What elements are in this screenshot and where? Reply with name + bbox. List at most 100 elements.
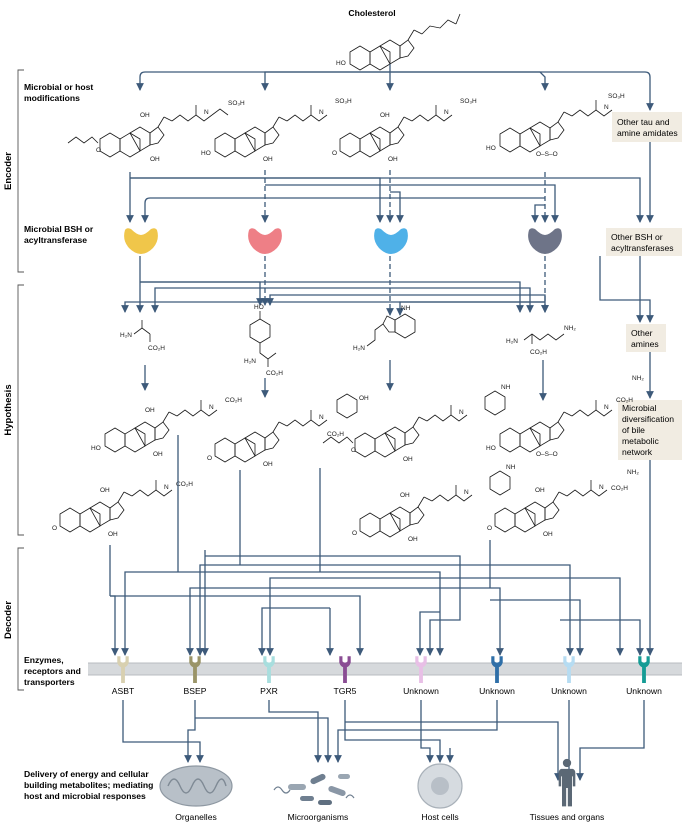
microorganisms-icon (273, 773, 355, 805)
svg-text:OH: OH (535, 487, 545, 494)
svg-text:CO₂H: CO₂H (611, 485, 628, 492)
svg-text:HO: HO (254, 304, 264, 311)
blue-enzyme-icon (374, 228, 408, 254)
receptor-asbt: ASBT (112, 656, 135, 696)
svg-text:O–S–O: O–S–O (536, 451, 558, 458)
svg-text:H₂N: H₂N (353, 345, 365, 352)
svg-text:O: O (352, 530, 357, 537)
svg-text:O: O (52, 525, 57, 532)
svg-text:HO: HO (336, 60, 346, 67)
enzymes-label-line2: receptors and (24, 666, 81, 676)
modified-bile-acid-2: N SO₃H HO OH (201, 98, 352, 163)
human-icon (558, 758, 576, 807)
svg-text:OH: OH (140, 112, 150, 119)
svg-text:NH₂: NH₂ (632, 375, 644, 382)
conjugate-tryptamine-2: N NH OH O OH (352, 464, 516, 543)
other-bsh-box: Other BSH or acyltransferases (606, 228, 682, 256)
microorganisms-label: Microorganisms (288, 812, 349, 822)
svg-text:NH: NH (501, 384, 511, 391)
svg-text:OH: OH (108, 531, 118, 538)
enzyme-to-amine-flow (121, 256, 654, 323)
svg-text:CO₂H: CO₂H (616, 397, 633, 404)
conjugate-ornithine-2: N NH₂ CO₂H OH O OH (487, 469, 639, 538)
svg-text:N: N (459, 409, 464, 416)
diversification-box: Microbial diversification of bile metabo… (618, 400, 682, 460)
enzymes-label-line3: transporters (24, 677, 75, 687)
svg-text:OH: OH (400, 492, 410, 499)
svg-text:OH: OH (263, 156, 273, 163)
svg-text:OH: OH (100, 487, 110, 494)
svg-text:SO₃H: SO₃H (335, 98, 352, 105)
delivery-label-line3: host and microbial responses (24, 791, 146, 801)
receptor-unknown-4-label: Unknown (626, 686, 662, 696)
bsh-label-line1: Microbial BSH or (24, 224, 94, 234)
diversification-line3: of bile (622, 425, 645, 435)
receptor-unknown-2-label: Unknown (479, 686, 515, 696)
other-amines-box: Other amines (626, 324, 666, 352)
ornithine-structure: H₂N CO₂H NH₂ (506, 325, 576, 356)
svg-text:CO₂H: CO₂H (327, 431, 344, 438)
svg-text:SO₃H: SO₃H (608, 93, 625, 100)
other-bsh-line2: acyltransferases (611, 243, 674, 253)
cholesterol-structure: HO (336, 13, 461, 71)
tryptamine-structure: NH H₂N (353, 305, 416, 352)
receptor-unknown-1-label: Unknown (403, 686, 439, 696)
output-flow (122, 700, 645, 781)
svg-text:NH₂: NH₂ (627, 469, 639, 476)
svg-text:HO: HO (201, 150, 211, 157)
svg-text:H₂N: H₂N (244, 358, 256, 365)
svg-text:OH: OH (263, 461, 273, 468)
svg-text:NH: NH (506, 464, 516, 471)
svg-text:O–S–O: O–S–O (536, 151, 558, 158)
bsh-label-line2: acyltransferase (24, 235, 87, 245)
conjugate-alanine-2: N CO₂H OH O OH (52, 479, 193, 538)
receptor-bsep: BSEP (184, 656, 207, 696)
svg-text:N: N (164, 484, 169, 491)
diversification-line2: diversification (622, 414, 674, 424)
receptor-pxr: PXR (260, 656, 278, 696)
other-amines-line1: Other (631, 328, 653, 338)
grey-enzyme-icon (528, 228, 562, 254)
svg-text:N: N (444, 109, 449, 116)
conjugate-alanine-1: N CO₂H OH HO OH (91, 397, 242, 458)
decoder-label: Decoder (3, 601, 14, 639)
host-cells-label: Host cells (421, 812, 458, 822)
alanine-structure: H₂N CO₂H (120, 320, 165, 352)
receptor-asbt-label: ASBT (112, 686, 135, 696)
modified-bile-acid-3: N SO₃H OH O OH (332, 98, 477, 163)
svg-text:NH: NH (401, 305, 411, 312)
svg-text:N: N (464, 489, 469, 496)
svg-text:OH: OH (359, 395, 369, 402)
svg-text:N: N (209, 404, 214, 411)
svg-text:N: N (604, 404, 609, 411)
hypothesis-bracket (17, 284, 24, 536)
mitochondrion-icon (159, 765, 233, 807)
diversification-line5: network (622, 447, 653, 457)
svg-text:NH₂: NH₂ (564, 325, 576, 332)
svg-text:O: O (332, 150, 337, 157)
modifications-label-line1: Microbial or host (24, 82, 93, 92)
delivery-label-line1: Delivery of energy and cellular (24, 769, 149, 779)
svg-text:N: N (319, 414, 324, 421)
receptor-unknown-3: Unknown (551, 656, 587, 696)
decoder-bracket (17, 547, 24, 691)
svg-text:H₂N: H₂N (120, 332, 132, 339)
enzymes-label-line1: Enzymes, (24, 655, 64, 665)
hypothesis-label: Hypothesis (3, 384, 14, 435)
modified-bile-acid-1: N SO₃H OH OH O (67, 100, 245, 163)
svg-text:N: N (204, 109, 209, 116)
svg-text:OH: OH (150, 156, 160, 163)
cholesterol-label: Cholesterol (348, 8, 395, 18)
red-enzyme-icon (248, 228, 282, 254)
svg-text:N: N (604, 104, 609, 111)
svg-text:OH: OH (153, 451, 163, 458)
tyrosine-structure: HO H₂N CO₂H (244, 304, 283, 377)
conjugate-tryptamine-1: N NH O OH (322, 384, 511, 463)
yellow-enzyme-icon (124, 228, 158, 254)
svg-text:OH: OH (145, 407, 155, 414)
svg-text:OH: OH (403, 456, 413, 463)
svg-text:N: N (319, 109, 324, 116)
modifications-label-line2: modifications (24, 93, 80, 103)
other-amines-line2: amines (631, 339, 659, 349)
svg-text:HO: HO (486, 145, 496, 152)
